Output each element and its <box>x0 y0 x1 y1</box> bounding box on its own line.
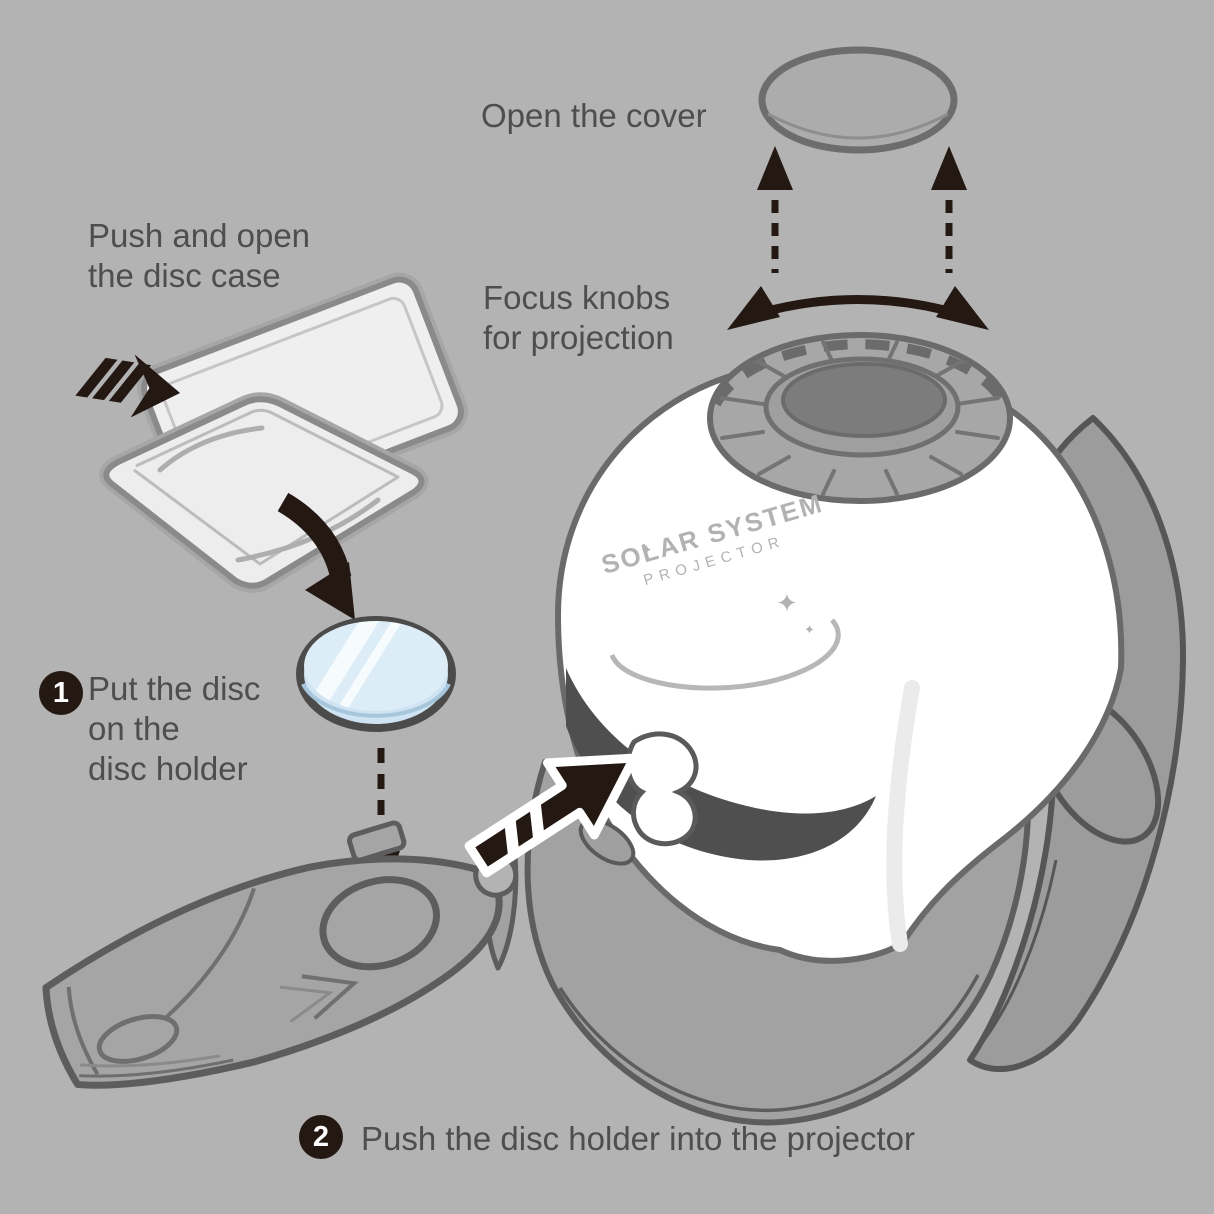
step1-line3: disc holder <box>88 750 248 787</box>
focus-knobs-line1: Focus knobs <box>483 279 671 316</box>
focus-knobs-label: Focus knobs for projection <box>483 278 674 358</box>
focus-rotate-arrow <box>727 286 989 330</box>
body-shine <box>886 680 920 952</box>
cover-icon <box>758 46 958 154</box>
open-cover-label: Open the cover <box>481 96 707 136</box>
disc-slot <box>566 668 876 866</box>
star-icon: ✦ <box>804 622 815 637</box>
cover-lift-arrows <box>757 146 967 273</box>
push-arrow-icon <box>75 354 181 418</box>
step2-badge: 2 <box>299 1115 343 1159</box>
focus-knob-icon <box>707 332 1013 504</box>
insert-arrow-icon <box>464 753 639 878</box>
disc-icon <box>296 616 456 732</box>
disc-holder-tab <box>625 731 699 847</box>
push-open-label: Push and open the disc case <box>88 216 310 296</box>
step1-line2: on the <box>88 710 180 747</box>
step1-badge: 1 <box>39 671 83 715</box>
step2-label: Push the disc holder into the projector <box>361 1120 915 1157</box>
push-open-line2: the disc case <box>88 257 281 294</box>
logo-orbit-swoosh <box>609 618 841 691</box>
case-to-disc-arrow <box>277 492 355 620</box>
open-cover-text: Open the cover <box>481 97 707 134</box>
star-icon: ✦ <box>640 542 653 559</box>
disc-holder-icon <box>42 820 519 1089</box>
step1-label: Put the disc on the disc holder <box>88 669 260 789</box>
step1-line1: Put the disc <box>88 670 261 707</box>
star-icon: ✦ <box>776 588 798 618</box>
focus-knobs-line2: for projection <box>483 319 674 356</box>
push-open-line1: Push and open <box>88 217 311 254</box>
disc-case-icon <box>99 272 468 593</box>
